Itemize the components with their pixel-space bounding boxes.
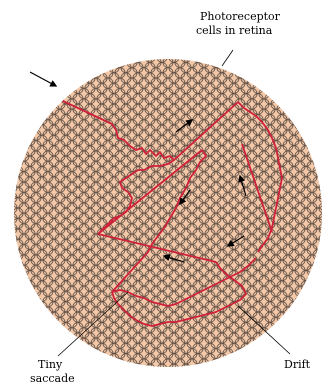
tiny-saccade-label-line1: Tiny — [38, 358, 63, 371]
drift-label: Drift — [284, 358, 311, 371]
tiny-saccade-label-line2: saccade — [30, 372, 75, 385]
photoreceptor-leader-line — [222, 50, 233, 66]
photoreceptor-label-line1: Photoreceptor — [200, 10, 281, 23]
entry-arrow — [30, 72, 56, 86]
photoreceptor-label-line2: cells in retina — [196, 24, 273, 37]
